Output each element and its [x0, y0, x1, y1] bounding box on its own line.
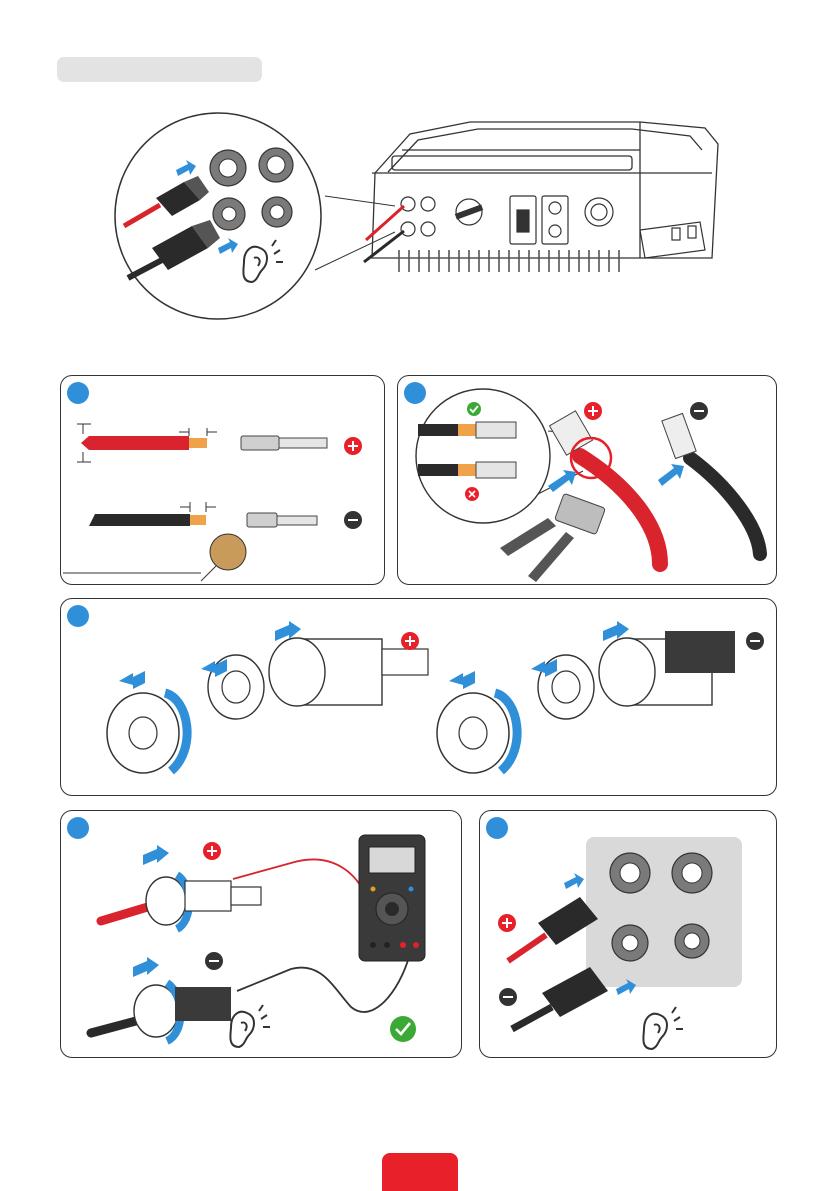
- plus-icon: [401, 632, 419, 650]
- multimeter-icon: [359, 835, 425, 961]
- step-4-panel: [60, 810, 462, 1058]
- check-icon: [390, 1016, 416, 1042]
- plus-icon: [344, 437, 362, 455]
- plus-icon: [203, 842, 221, 860]
- page-number-tab: [382, 1153, 458, 1191]
- minus-icon: [746, 632, 764, 650]
- step-2-panel: [397, 375, 777, 585]
- minus-icon: [344, 511, 362, 529]
- step-5-panel: [479, 810, 777, 1058]
- check-icon: [467, 402, 481, 416]
- ear-icon: [643, 1007, 683, 1049]
- step-3-panel: [60, 598, 777, 796]
- port-panel: [586, 837, 742, 987]
- plus-icon: [584, 402, 602, 420]
- minus-icon: [690, 402, 708, 420]
- step-1-panel: [60, 375, 385, 585]
- inverter-overview-illustration: [0, 0, 839, 340]
- minus-icon: [205, 952, 223, 970]
- inverter-illustration: [0, 0, 839, 340]
- cross-icon: [465, 487, 479, 501]
- minus-icon: [499, 988, 517, 1006]
- plus-icon: [498, 914, 516, 932]
- ear-icon: [230, 1005, 270, 1047]
